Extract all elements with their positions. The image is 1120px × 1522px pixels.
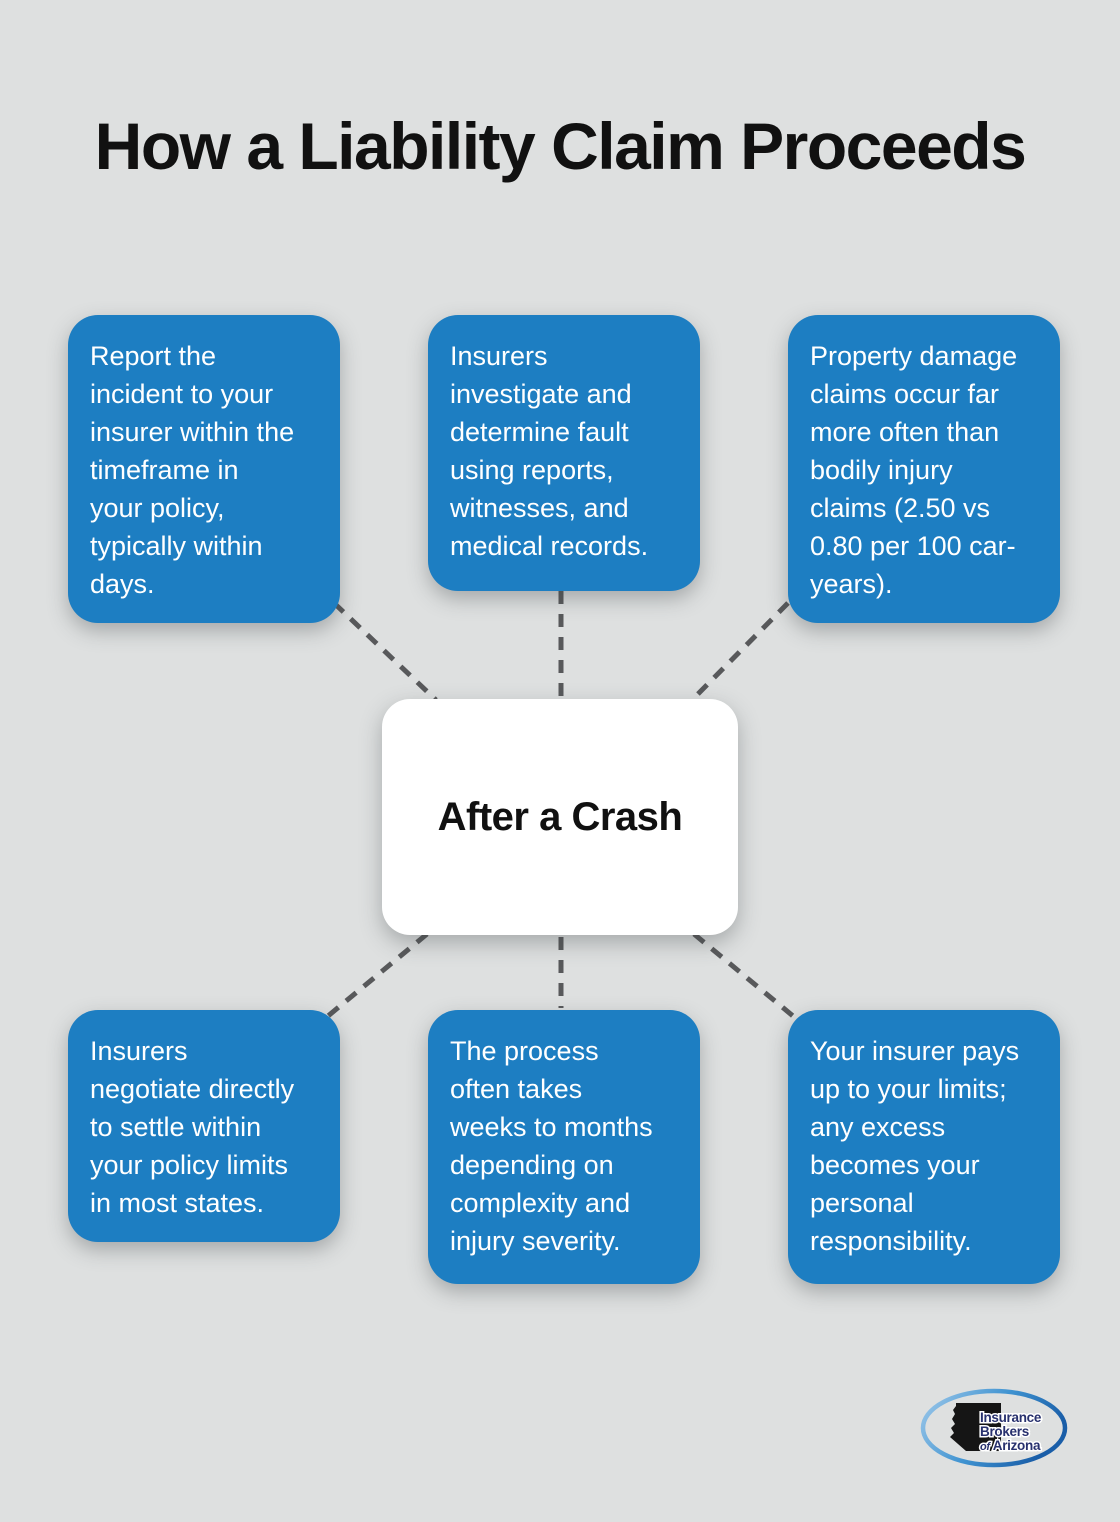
node-negotiation: Insurers negotiate directly to settle wi… [68,1010,340,1242]
center-node-label: After a Crash [437,794,683,839]
logo-text-line1: Insurance [980,1410,1042,1425]
node-policy-limits-text: Your insurer pays up to your limits; any… [810,1036,1020,1256]
node-timeline-text: The process often takes weeks to months … [450,1036,653,1256]
connector-bottom-left [326,932,429,1018]
arizona-state-icon [950,1403,1001,1451]
node-timeline: The process often takes weeks to months … [428,1010,700,1284]
page-title: How a Liability Claim Proceeds [94,109,1027,183]
node-policy-limits: Your insurer pays up to your limits; any… [788,1010,1060,1284]
node-claim-frequency: Property damage claims occur far more of… [788,315,1060,623]
node-investigation: Insurers investigate and determine fault… [428,315,700,591]
connector-top-left [332,601,438,702]
logo-text-arizona: Arizona [990,1438,1041,1453]
node-negotiation-text: Insurers negotiate directly to settle wi… [90,1036,295,1218]
company-logo: Insurance Brokers of Arizona [920,1388,1068,1468]
connector-bottom-right [692,932,795,1018]
logo-text-line2: Brokers [980,1424,1029,1439]
node-investigation-text: Insurers investigate and determine fault… [450,341,649,561]
logo-ellipse-ring [920,1388,1068,1468]
node-report-incident: Report the incident to your insurer with… [68,315,340,623]
logo-text-line3: of Arizona [980,1438,1041,1453]
center-node: After a Crash [382,699,738,935]
node-claim-frequency-text: Property damage claims occur far more of… [810,341,1018,599]
logo-text-of: of [980,1441,991,1453]
connector-top-right [690,601,790,702]
node-report-incident-text: Report the incident to your insurer with… [90,341,295,599]
